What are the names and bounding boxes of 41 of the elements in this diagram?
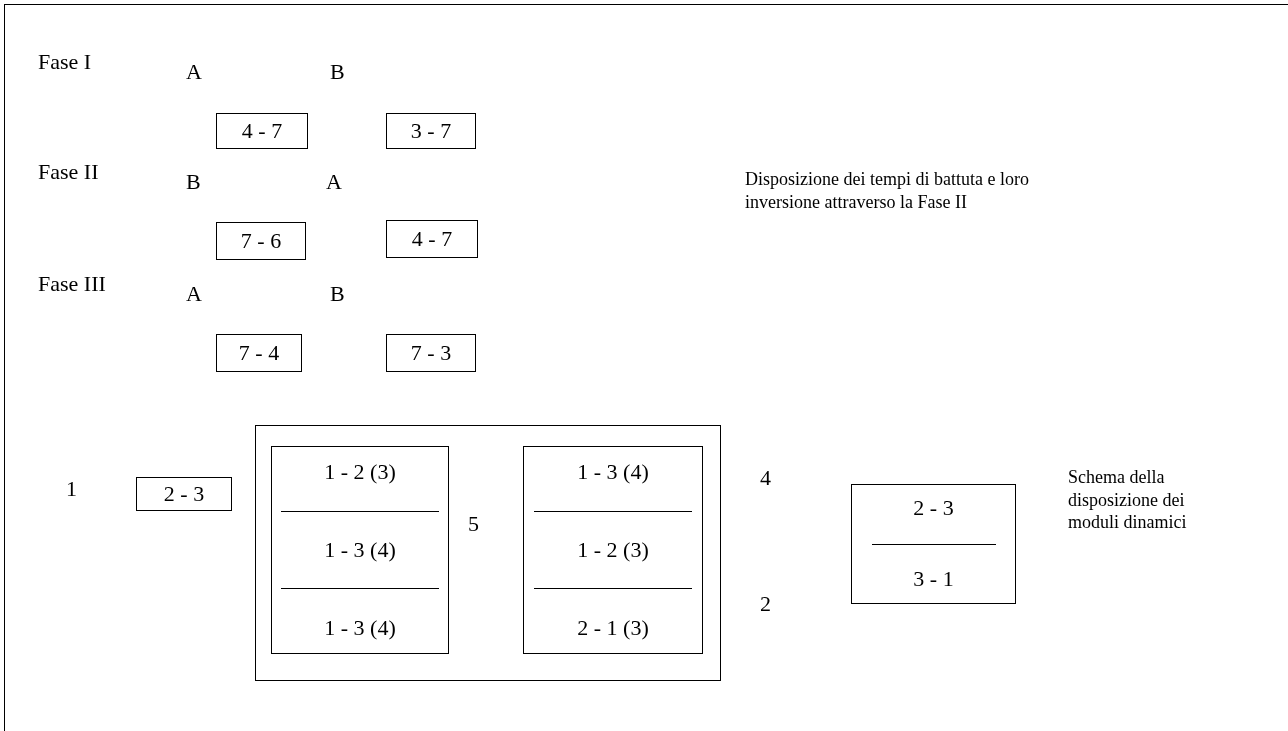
box-text: 7 - 3: [410, 340, 452, 366]
label-text: A: [326, 168, 342, 196]
box-text: 1 - 2 (3): [324, 460, 396, 485]
number-box: [216, 334, 302, 372]
label-text: Fase II: [38, 158, 99, 186]
label-text: A: [186, 280, 202, 308]
number-box: [136, 477, 232, 511]
box-text: 1 - 2 (3): [577, 537, 649, 563]
box-text: 1 - 3 (4): [577, 460, 649, 485]
number-box: [216, 222, 306, 260]
label-text: B: [186, 168, 201, 196]
stacked-box: [271, 446, 449, 654]
box-text: 2 - 3: [913, 496, 954, 521]
box-text: 1 - 3 (4): [324, 537, 396, 563]
label-text: 4: [760, 464, 771, 492]
label-text: 1: [66, 475, 77, 503]
label-text: Fase III: [38, 270, 106, 298]
stacked-box: [523, 446, 703, 654]
label-text: B: [330, 280, 345, 308]
label-text: Fase I: [38, 48, 92, 76]
box-text: 3 - 1: [913, 567, 954, 592]
box-text: 2 - 3: [163, 481, 205, 507]
box-text: 3 - 7: [410, 118, 452, 144]
label-text: 5: [468, 510, 479, 538]
label-text: B: [330, 58, 345, 86]
number-box: [386, 113, 476, 149]
box-text: 7 - 6: [240, 228, 282, 254]
outer-box: [255, 425, 721, 681]
box-text: 4 - 7: [411, 226, 453, 252]
label-text: 2: [760, 590, 771, 618]
label-text: A: [186, 58, 202, 86]
box-text: 2 - 1 (3): [577, 615, 649, 640]
number-box: [386, 220, 478, 258]
caption-text: Disposizione dei tempi di battuta e loro inversione attraverso la Fase II: [745, 168, 1030, 213]
caption-text: Schema della disposizione dei moduli dinamici: [1068, 466, 1188, 534]
number-box: [216, 113, 308, 149]
number-box: [386, 334, 476, 372]
box-text: 7 - 4: [238, 340, 280, 366]
box-text: 1 - 3 (4): [324, 615, 396, 640]
box-text: 4 - 7: [241, 118, 283, 144]
stacked-box: [851, 484, 1016, 604]
